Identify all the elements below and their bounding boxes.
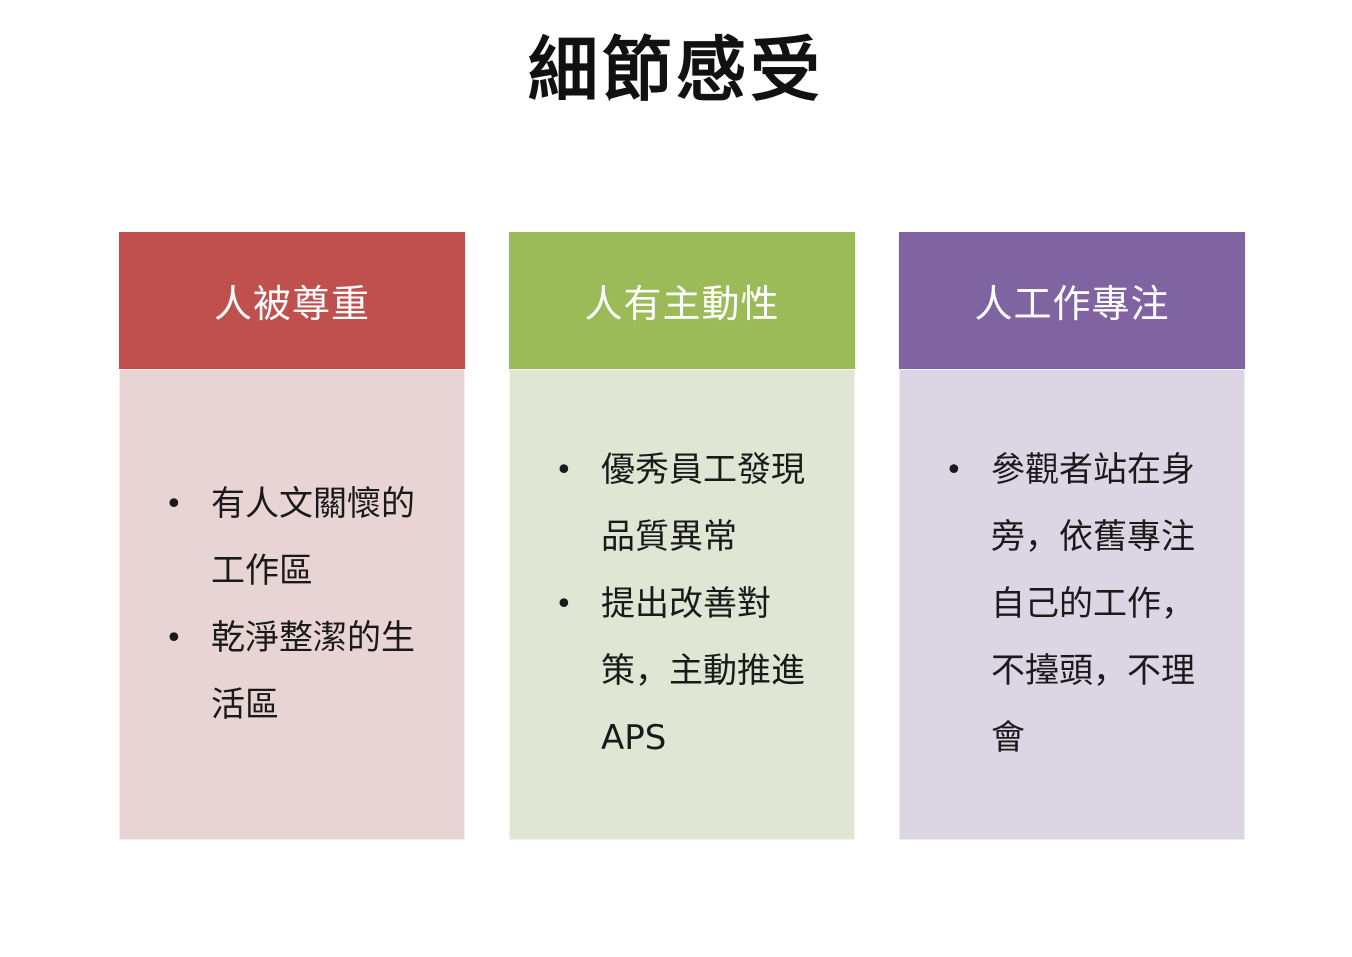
column-header: 人工作專注 [899,232,1245,369]
bullet-list: •優秀員工發現品質異常 •提出改善對策，主動推進APS [551,437,813,772]
bullet-dot-icon: • [555,453,573,488]
column-respect: 人被尊重 •有人文關懷的工作區 •乾淨整潔的生活區 [119,232,465,840]
bullet-item: •參觀者站在身旁，依舊專注自己的工作，不擡頭，不理會 [941,437,1203,772]
bullet-item: •提出改善對策，主動推進APS [551,571,813,772]
column-focus: 人工作專注 •參觀者站在身旁，依舊專注自己的工作，不擡頭，不理會 [899,232,1245,840]
column-body: •優秀員工發現品質異常 •提出改善對策，主動推進APS [509,369,855,840]
bullet-dot-icon: • [165,486,183,522]
bullet-dot-icon: • [945,453,963,488]
bullet-item: •乾淨整潔的生活區 [161,605,423,739]
bullet-dot-icon: • [555,587,573,622]
bullet-list: •參觀者站在身旁，依舊專注自己的工作，不擡頭，不理會 [941,437,1203,772]
page-title: 細節感受 [528,29,824,111]
column-header: 人被尊重 [119,232,465,369]
column-header: 人有主動性 [509,232,855,369]
column-initiative: 人有主動性 •優秀員工發現品質異常 •提出改善對策，主動推進APS [509,232,855,840]
column-body: •有人文關懷的工作區 •乾淨整潔的生活區 [119,369,465,840]
bullet-dot-icon: • [165,620,183,656]
bullet-list: •有人文關懷的工作區 •乾淨整潔的生活區 [161,471,423,739]
bullet-item: •有人文關懷的工作區 [161,471,423,605]
column-body: •參觀者站在身旁，依舊專注自己的工作，不擡頭，不理會 [899,369,1245,840]
bullet-item: •優秀員工發現品質異常 [551,437,813,571]
